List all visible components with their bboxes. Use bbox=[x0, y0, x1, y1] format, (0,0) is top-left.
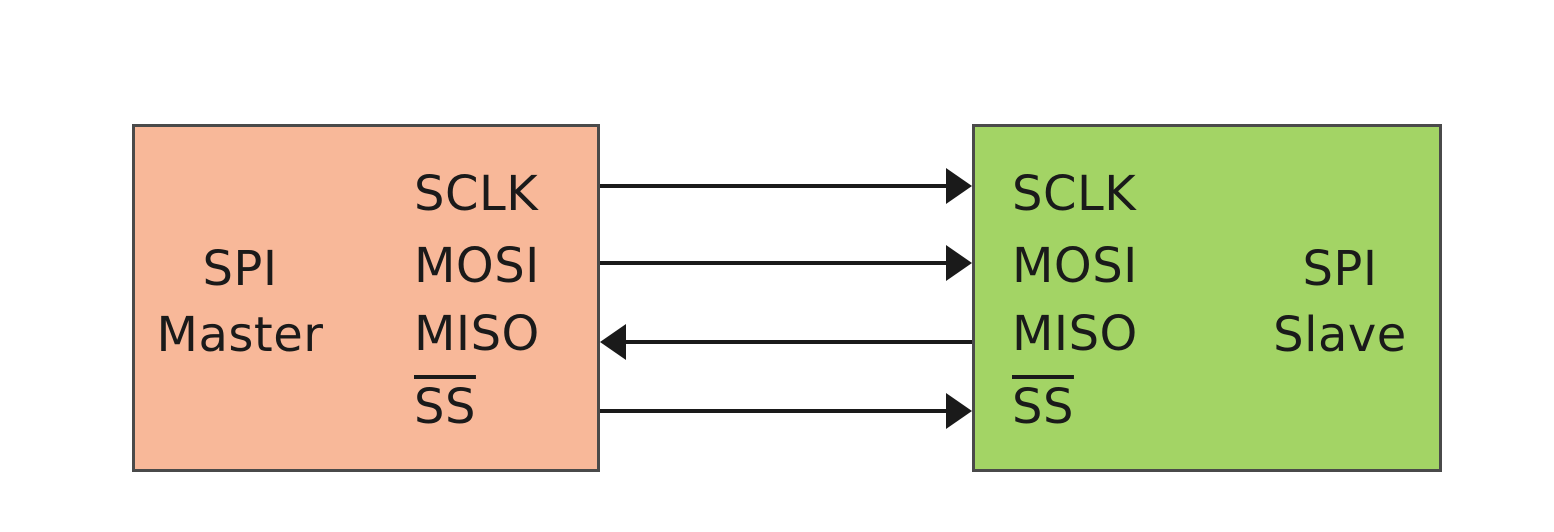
ss-arrowhead bbox=[946, 393, 972, 429]
slave-pin-miso: MISO bbox=[1012, 306, 1138, 362]
slave-name-line1: SPI bbox=[1302, 241, 1378, 297]
master-pin-sclk: SCLK bbox=[414, 166, 539, 222]
master-pin-ss: SS bbox=[414, 379, 476, 435]
slave-pin-mosi: MOSI bbox=[1012, 238, 1138, 294]
spi-master-block bbox=[132, 124, 600, 472]
spi-slave-block bbox=[972, 124, 1442, 472]
master-name: SPI Master bbox=[150, 236, 330, 368]
slave-name: SPI Slave bbox=[1250, 236, 1430, 368]
slave-name-line2: Slave bbox=[1273, 307, 1407, 363]
master-name-line2: Master bbox=[156, 307, 324, 363]
miso-arrowhead bbox=[600, 324, 626, 360]
slave-pin-sclk: SCLK bbox=[1012, 166, 1137, 222]
master-name-line1: SPI bbox=[202, 241, 278, 297]
master-pin-mosi: MOSI bbox=[414, 238, 540, 294]
sclk-arrowhead bbox=[946, 168, 972, 204]
master-pin-miso: MISO bbox=[414, 306, 540, 362]
mosi-arrowhead bbox=[946, 245, 972, 281]
slave-pin-ss: SS bbox=[1012, 379, 1074, 435]
